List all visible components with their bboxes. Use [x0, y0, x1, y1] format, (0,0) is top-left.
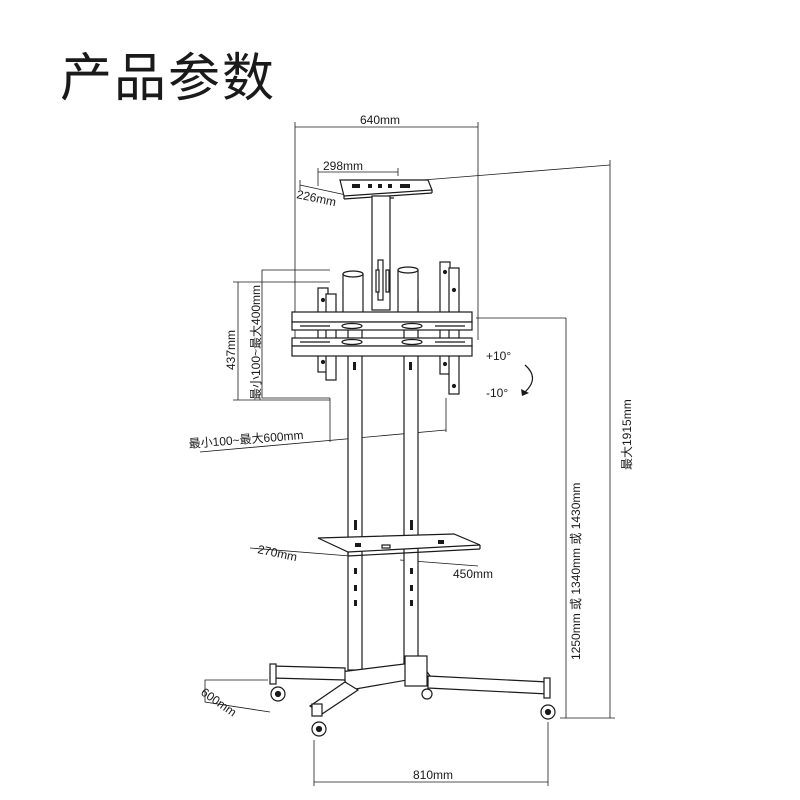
label-mount-height: 1250mm 或 1340mm 或 1430mm [569, 483, 583, 660]
label-shelf-width: 450mm [453, 567, 493, 581]
label-total-height: 最大1915mm [620, 399, 634, 470]
label-overall-width: 640mm [360, 113, 400, 127]
caster-wheel-icon [270, 686, 556, 737]
tilt-arrow-icon [524, 364, 534, 393]
label-base-width: 810mm [413, 768, 453, 782]
base [269, 655, 556, 737]
label-base-depth: 600mm [198, 685, 239, 719]
middle-shelf [317, 520, 481, 606]
label-tray-depth: 226mm [295, 187, 337, 209]
dimension-lines [199, 122, 615, 786]
label-vesa-vertical-range: 最小100~最大400mm [249, 285, 263, 400]
vesa-bracket [291, 261, 473, 395]
label-tilt-down: -10° [486, 386, 508, 400]
label-tilt-up: +10° [486, 349, 511, 363]
label-vesa-height: 437mm [224, 330, 238, 370]
upright-poles [342, 266, 419, 671]
label-tray-width: 298mm [323, 159, 363, 173]
label-shelf-depth: 270mm [256, 542, 298, 564]
page-title: 产品参数 [60, 49, 277, 109]
